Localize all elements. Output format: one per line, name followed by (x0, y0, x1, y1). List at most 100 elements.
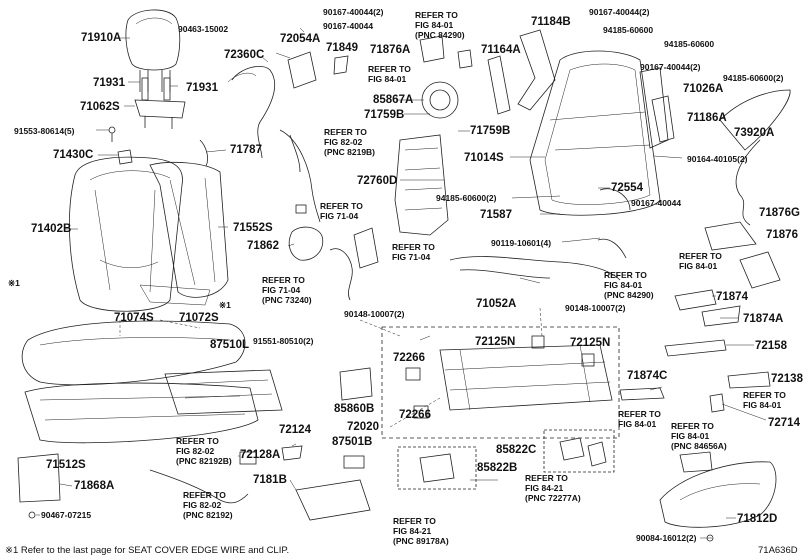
clip-71430C (117, 149, 133, 165)
clip-small (457, 49, 473, 69)
label-72020: 72020 (347, 421, 379, 433)
label-72128A: 72128A (240, 449, 281, 461)
harness-84290 (597, 238, 627, 259)
label-90167-40044-r2: 90167-40044(2) (640, 62, 701, 72)
part-72125N-left (531, 335, 545, 349)
part-71874C (619, 387, 665, 401)
part-72158 (664, 339, 727, 357)
label-85860B: 85860B (334, 403, 375, 415)
label-94185-60600-2: 94185-60600 (664, 39, 715, 49)
label-90167-40044-top: 90167-40044(2) (323, 7, 384, 17)
part-85860B (339, 367, 373, 401)
part-71026A (639, 67, 669, 149)
seatback-frame-71014S (529, 50, 661, 216)
label-87510L: 87510L (210, 339, 250, 351)
part-84656A (679, 451, 713, 473)
label-71759B-right: 71759B (470, 125, 511, 137)
label-71184B: 71184B (531, 16, 571, 28)
label-72360C: 72360C (224, 49, 265, 61)
label-71874A: 71874A (743, 313, 784, 325)
label-90084-16012: 90084-16012(2) (636, 533, 697, 543)
harness-82192 (149, 469, 249, 504)
label-72266-bottom: 72266 (399, 409, 431, 421)
seatback-pad-71552S (149, 161, 229, 298)
label-73920A: 73920A (734, 127, 775, 139)
wire-72360C (231, 66, 276, 159)
label-72125N-left: 72125N (475, 336, 516, 348)
part-71787 (199, 139, 208, 167)
label-71862: 71862 (247, 240, 279, 252)
knob-71862 (288, 226, 324, 261)
label-90148-10007-left: 90148-10007(2) (344, 309, 405, 319)
label-72138: 72138 (771, 373, 803, 385)
label-71874: 71874 (716, 291, 748, 303)
cable-73240 (329, 248, 353, 301)
label-90467-07215: 90467-07215 (41, 510, 92, 520)
label-94185-60600-3: 94185-60600(2) (723, 73, 784, 83)
screw-91553 (108, 126, 116, 142)
diagram-id: 71A636D (758, 545, 798, 556)
part-72554 (599, 188, 631, 211)
label-90167-40044-r1: 90167-40044(2) (589, 7, 650, 17)
seat-track-72020 (439, 344, 613, 411)
label-72760D: 72760D (357, 175, 398, 187)
label-72554: 72554 (611, 182, 643, 194)
footnote: ※1 Refer to the last page for SEAT COVER… (5, 545, 290, 556)
label-90148-10007-right: 90148-10007(2) (565, 303, 626, 313)
harness-8219B (279, 129, 321, 223)
label-71931-left: 71931 (93, 77, 125, 89)
guide-71931-right (163, 77, 171, 101)
label-71164A: 71164A (481, 44, 521, 56)
part-72266-bottom (413, 405, 429, 419)
label-71876A: 71876A (370, 44, 411, 56)
label-71787: 71787 (230, 144, 262, 156)
bracket-71062S (134, 99, 186, 129)
label-71931-right: 71931 (186, 82, 218, 94)
part-72266-top (405, 367, 421, 381)
label-7181B: 7181B (253, 474, 287, 486)
label-note-1a: ※1 (8, 278, 20, 288)
label-71812D: 71812D (737, 513, 778, 525)
label-71062S: 71062S (80, 101, 120, 113)
seat-cover-71072S (21, 320, 246, 386)
part-71876A (419, 35, 445, 63)
headrest-71910A (125, 9, 181, 92)
label-71849: 71849 (326, 42, 358, 54)
label-85822B: 85822B (477, 462, 518, 474)
label-71014S: 71014S (464, 152, 504, 164)
module-72054A (287, 51, 317, 89)
part-71868A (17, 453, 61, 503)
screw-90467 (28, 511, 36, 519)
label-71552S: 71552S (233, 222, 273, 234)
part-71876G (704, 221, 757, 251)
label-94185-60600-1: 94185-60600 (603, 25, 654, 35)
label-71587: 71587 (480, 209, 512, 221)
part-71874A (701, 305, 741, 327)
part-71876 (739, 251, 781, 289)
label-90167-40044-c: 90167-40044 (631, 198, 682, 208)
label-71430C: 71430C (53, 149, 94, 161)
harness-7181B (295, 479, 371, 521)
harness-71052A (449, 256, 621, 281)
label-91553-80614: 91553-80614(5) (14, 126, 75, 136)
label-71910A: 71910A (81, 32, 122, 44)
box-85822C (543, 429, 615, 473)
part-71186A (651, 95, 675, 143)
label-71876: 71876 (766, 229, 798, 241)
label-71868A: 71868A (74, 480, 115, 492)
label-71874C: 71874C (627, 370, 668, 382)
label-72266-top: 72266 (393, 352, 425, 364)
label-note-1b: ※1 (219, 300, 231, 310)
label-71026A: 71026A (683, 83, 724, 95)
